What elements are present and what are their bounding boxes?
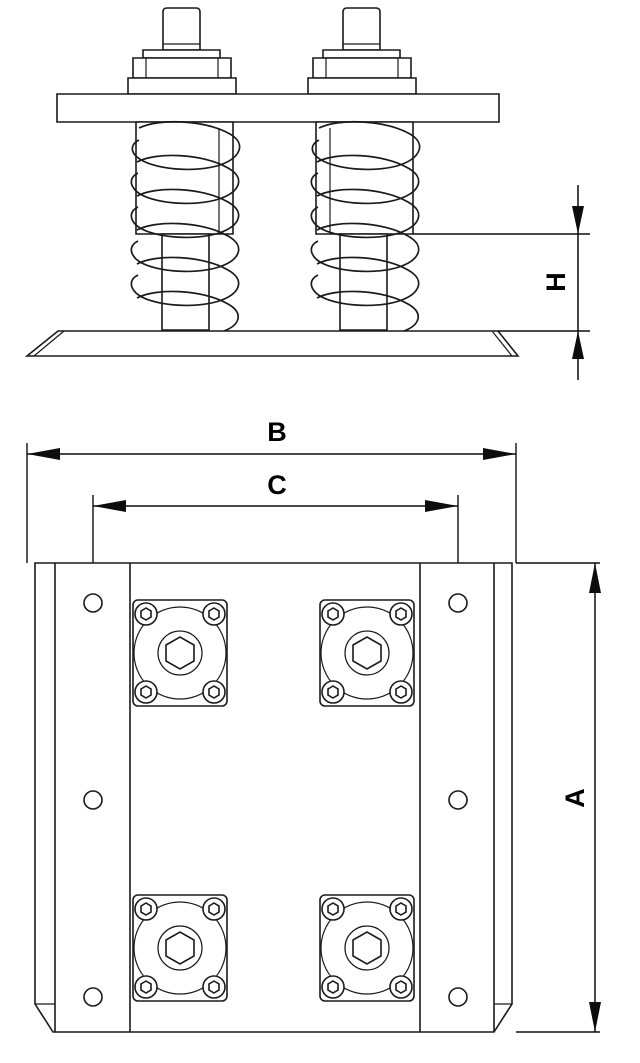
dimension-c-label: C xyxy=(267,470,287,500)
bolt-shank-left xyxy=(162,7,201,51)
washer-lower-left xyxy=(127,77,237,95)
spring-assembly-left xyxy=(130,120,241,332)
washer-lower-right xyxy=(307,77,417,95)
mounting-hole xyxy=(83,593,103,613)
hex-socket-icon xyxy=(352,636,382,670)
mounting-hole xyxy=(83,790,103,810)
corner-bolt-hex-icon xyxy=(395,902,407,916)
bolt-assembly-right xyxy=(307,7,417,95)
mounting-hole xyxy=(448,790,468,810)
hex-socket-icon xyxy=(352,931,382,965)
flange-corner-bolts xyxy=(321,897,413,999)
base-plate-elevation xyxy=(24,330,520,357)
corner-bolt-hex-icon xyxy=(395,607,407,621)
corner-bolt-hex-icon xyxy=(208,902,220,916)
flange-mount-bottom-right xyxy=(319,894,415,1002)
corner-bolt-hex-icon xyxy=(327,902,339,916)
spring-rod-left xyxy=(161,233,210,331)
dimension-h-arrow-top xyxy=(572,206,584,234)
spring-rod-right xyxy=(339,233,388,331)
corner-bolt-hex-icon xyxy=(208,607,220,621)
dimension-b-label: B xyxy=(267,417,287,447)
elevation-view: H xyxy=(24,7,590,380)
corner-bolt-hex-icon xyxy=(327,980,339,994)
plan-outer-plate xyxy=(34,562,513,1033)
flange-corner-bolts xyxy=(134,602,226,704)
corner-bolt-hex-icon xyxy=(140,685,152,699)
mounting-hole xyxy=(448,593,468,613)
plan-view: B C A xyxy=(26,417,601,1033)
spring-assembly-right xyxy=(310,120,421,332)
corner-bolt-hex-icon xyxy=(140,902,152,916)
dimension-c-arrow-left xyxy=(93,500,126,512)
coil-spring-right xyxy=(310,120,421,332)
dimension-h-arrow-bottom xyxy=(572,331,584,359)
plan-plate-body xyxy=(34,562,513,1033)
corner-bolt-hex-icon xyxy=(395,980,407,994)
spring-cup-left xyxy=(135,121,234,235)
hex-nut-right xyxy=(312,57,412,79)
dimension-a-arrow-top xyxy=(589,563,601,593)
corner-bolt-hex-icon xyxy=(140,607,152,621)
plan-mounting-holes xyxy=(83,593,468,1007)
dimension-b-arrow-right xyxy=(483,448,516,460)
dimension-h-label: H xyxy=(541,272,571,292)
dimension-a: A xyxy=(516,562,601,1033)
corner-bolt-hex-icon xyxy=(327,607,339,621)
hex-socket-icon xyxy=(165,931,195,965)
dimension-c-arrow-right xyxy=(425,500,458,512)
bolt-shank-right xyxy=(342,7,381,51)
flange-mount-top-left xyxy=(132,599,228,707)
flange-mount-top-right xyxy=(319,599,415,707)
corner-bolt-hex-icon xyxy=(140,980,152,994)
washer-upper-left xyxy=(142,49,221,59)
base-plate-chamfer-right xyxy=(491,330,513,357)
mounting-hole xyxy=(448,987,468,1007)
top-mounting-plate xyxy=(56,93,500,123)
corner-bolt-hex-icon xyxy=(208,980,220,994)
bolt-assembly-left xyxy=(127,7,237,95)
flange-corner-bolts xyxy=(321,602,413,704)
washer-upper-right xyxy=(322,49,401,59)
flange-corner-bolts xyxy=(134,897,226,999)
mounting-hole xyxy=(83,987,103,1007)
base-plate-chamfer-left xyxy=(33,330,65,357)
corner-bolt-hex-icon xyxy=(208,685,220,699)
corner-bolt-hex-icon xyxy=(327,685,339,699)
dimension-b: B xyxy=(26,417,517,563)
dimension-a-arrow-bottom xyxy=(589,1002,601,1032)
dimension-h: H xyxy=(413,185,590,380)
corner-bolt-hex-icon xyxy=(395,685,407,699)
coil-spring-left xyxy=(130,120,241,332)
hex-nut-left xyxy=(132,57,232,79)
flange-mount-bottom-left xyxy=(132,894,228,1002)
hex-socket-icon xyxy=(165,636,195,670)
dimension-b-arrow-left xyxy=(27,448,60,460)
dimension-a-label: A xyxy=(560,788,590,808)
